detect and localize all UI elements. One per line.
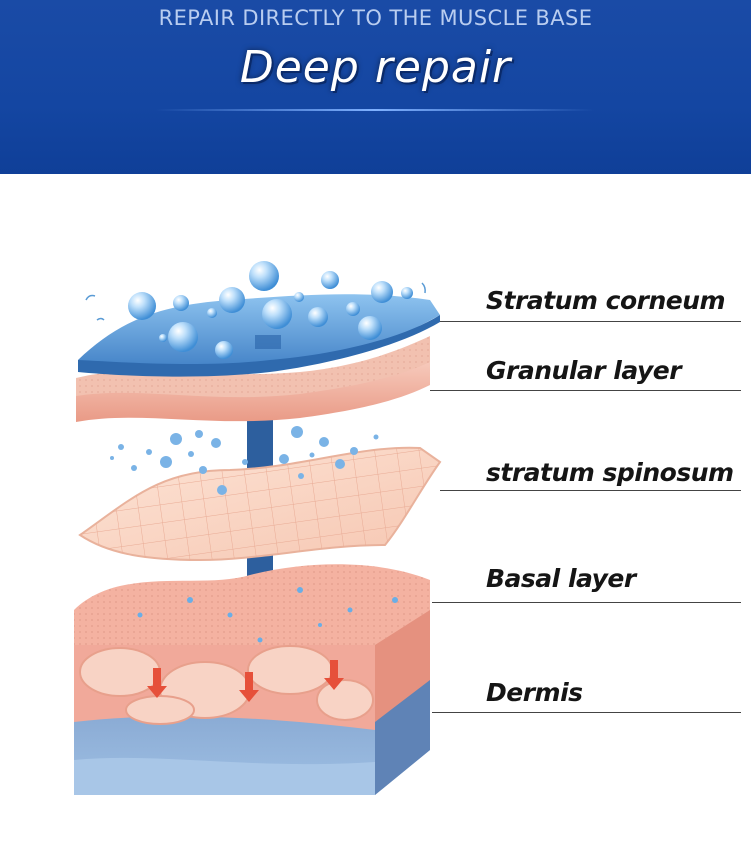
spinosum-sheet — [78, 446, 442, 562]
header-banner: REPAIR DIRECTLY TO THE MUSCLE BASE Deep … — [0, 0, 751, 174]
title-underline — [155, 109, 595, 111]
leader-stratum-spinosum — [440, 490, 741, 491]
leader-basal-layer — [432, 602, 741, 603]
header-subtitle: REPAIR DIRECTLY TO THE MUSCLE BASE — [158, 6, 593, 30]
droplets — [110, 426, 379, 495]
label-basal-layer: Basal layer — [486, 564, 636, 593]
label-stratum-spinosum: stratum spinosum — [486, 458, 734, 487]
dermis-block — [74, 564, 430, 795]
leader-dermis — [432, 712, 741, 713]
granular-layer — [76, 336, 430, 422]
header-title: Deep repair — [239, 42, 512, 93]
hydration-bubbles — [128, 261, 413, 359]
leader-stratum-corneum — [440, 321, 741, 322]
leader-granular-layer — [430, 390, 741, 391]
label-dermis: Dermis — [486, 678, 583, 707]
label-granular-layer: Granular layer — [486, 356, 682, 385]
splash-marks — [85, 282, 426, 321]
label-stratum-corneum: Stratum corneum — [486, 286, 726, 315]
